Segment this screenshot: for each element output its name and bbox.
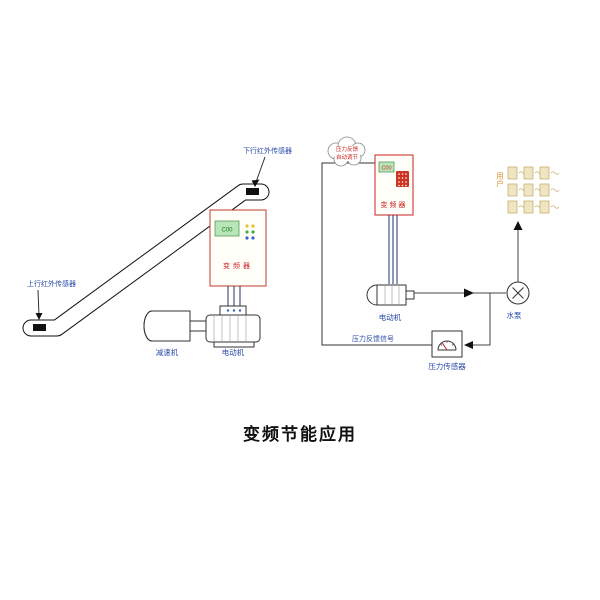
sensor-top-arrow bbox=[251, 156, 266, 187]
users-label: 用户 bbox=[496, 172, 505, 189]
sensor-bottom-arrow bbox=[35, 289, 43, 320]
motor-left bbox=[205, 305, 261, 348]
cloud-text-line2: 自动调节 bbox=[336, 153, 359, 161]
flow-arrow-motor-pump bbox=[414, 288, 506, 298]
cloud-text-line1: 压力反馈 bbox=[336, 145, 359, 153]
users-grid bbox=[507, 166, 560, 214]
cloud: 压力反馈 自动调节 bbox=[327, 136, 366, 167]
inverter-keypad-right bbox=[396, 171, 409, 187]
motor-right bbox=[366, 284, 415, 306]
inverter-display-left-text: C00 bbox=[221, 228, 233, 234]
diagram-title: 变频节能应用 bbox=[243, 424, 357, 444]
inverter-display-right bbox=[378, 161, 395, 173]
motor-wires-right bbox=[388, 215, 398, 284]
sensor-top-label: 下行红外传感器 bbox=[243, 146, 292, 155]
flow-arrow-to-sensor bbox=[464, 293, 491, 349]
sensor-bottom-label: 上行红外传感器 bbox=[27, 279, 76, 288]
inverter-display-left bbox=[214, 220, 240, 237]
reducer-label: 减速机 bbox=[156, 347, 179, 357]
inverter-keypad-left bbox=[245, 224, 255, 240]
pump bbox=[506, 281, 530, 305]
pump-label: 水泵 bbox=[507, 310, 522, 320]
infrared-sensor-top bbox=[246, 188, 259, 195]
motor-label-left: 电动机 bbox=[222, 347, 245, 357]
pressure-sensor-label: 压力传感器 bbox=[428, 361, 466, 371]
reducer bbox=[143, 310, 207, 342]
infrared-sensor-bottom bbox=[33, 324, 46, 331]
feedback-signal-label: 压力反馈信号 bbox=[352, 334, 394, 343]
inverter-display-right-text: C00 bbox=[381, 166, 391, 172]
inverter-box-right: C00 变频器 bbox=[374, 154, 414, 216]
inverter-box-left: C00 变频器 bbox=[209, 209, 267, 287]
inverter-label-right: 变频器 bbox=[381, 200, 408, 209]
feedback-line bbox=[321, 162, 432, 346]
flow-arrow-pump-users bbox=[513, 221, 523, 282]
pressure-sensor bbox=[431, 330, 463, 358]
inverter-label-left: 变频器 bbox=[223, 261, 253, 270]
motor-label-right: 电动机 bbox=[379, 312, 402, 322]
motor-wires-left bbox=[227, 286, 241, 308]
